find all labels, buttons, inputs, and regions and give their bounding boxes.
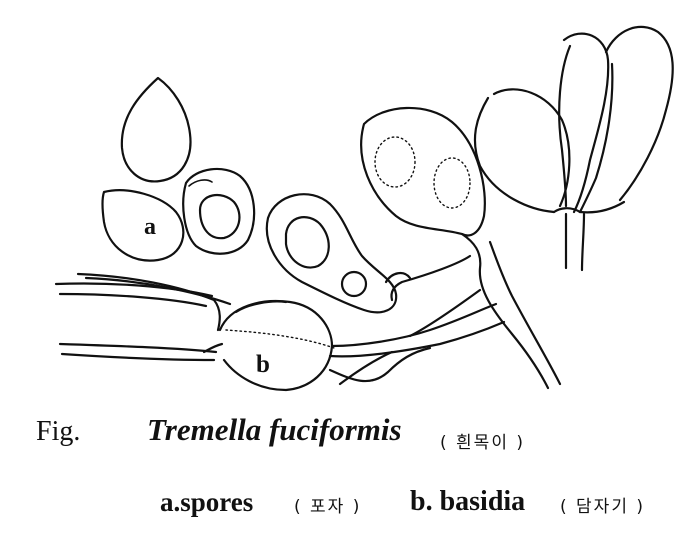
species-korean-name: ( 흰목이 )	[440, 433, 525, 453]
spores-korean-caption: ( 포자 )	[294, 497, 362, 517]
basidium-marker: b	[256, 351, 270, 378]
spores-group: a	[101, 76, 256, 262]
spores-caption: a.spores	[160, 487, 254, 517]
spore-marker: a	[144, 214, 156, 240]
spore-top	[120, 76, 192, 183]
basidia-caption: b. basidia	[410, 486, 526, 517]
basidia-korean-caption: ( 담자기 )	[560, 497, 645, 517]
spore-germinating	[182, 167, 256, 255]
spore-labelled	[101, 189, 185, 262]
septate-basidium	[473, 25, 674, 272]
germinating-spore	[265, 193, 412, 314]
species-name: Tremella fuciformis	[147, 412, 402, 447]
basidium-with-nuclei	[360, 106, 562, 390]
figure-label: Fig.	[36, 416, 81, 447]
basidium-b-group: b	[54, 272, 506, 392]
